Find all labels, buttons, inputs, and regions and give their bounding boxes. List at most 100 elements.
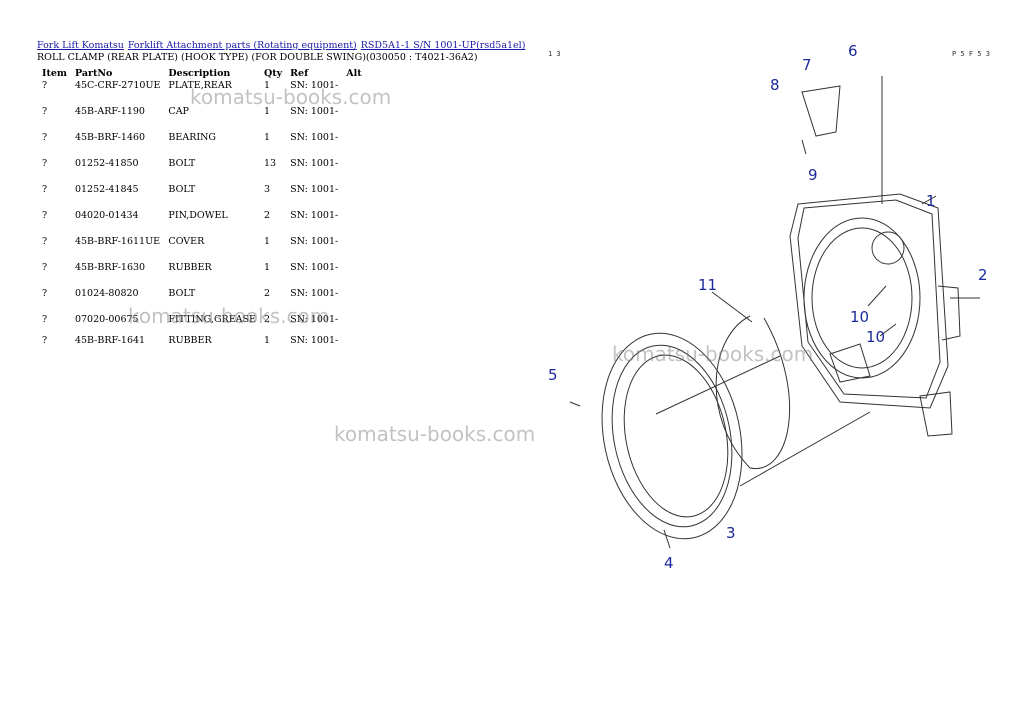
cell-qty: 1 <box>263 132 270 143</box>
table-row: ? 01252-41850 BOLT 13 SN: 1001- <box>36 158 370 184</box>
callout-11: 11 <box>698 276 717 294</box>
table-row: ? 45B-BRF-1630 RUBBER 1 SN: 1001- <box>36 262 370 288</box>
cell-partno: 01252-41850 <box>74 158 139 169</box>
cell-partno: 45B-BRF-1460 <box>74 132 146 143</box>
cell-ref: SN: 1001- <box>290 184 339 195</box>
breadcrumb-link-forklift[interactable]: Fork Lift Komatsu <box>37 40 124 51</box>
cell-ref: SN: 1001- <box>290 158 339 169</box>
cell-ref: SN: 1001- <box>290 132 339 143</box>
swing-ring-drawing <box>601 332 743 540</box>
cell-item: ? <box>42 210 48 221</box>
header-ref: Ref <box>290 67 309 79</box>
cell-description: PIN,DOWEL <box>168 210 228 221</box>
cell-qty: 1 <box>263 335 270 346</box>
cell-alt <box>342 288 370 314</box>
cell-ref: SN: 1001- <box>290 262 339 273</box>
cell-item: ? <box>42 288 48 299</box>
parts-table: Item PartNo Description Qty Ref Alt ? 45… <box>36 66 370 356</box>
cell-partno: 01252-41845 <box>74 184 139 195</box>
breadcrumb-link-model[interactable]: RSD5A1-1 S/N 1001-UP(rsd5a1el) <box>360 40 526 51</box>
breadcrumb-link-attachment-parts[interactable]: Forklift Attachment parts (Rotating equi… <box>127 40 357 51</box>
cell-ref: SN: 1001- <box>290 288 339 299</box>
cell-alt <box>342 210 370 236</box>
cell-item: ? <box>42 132 48 143</box>
table-row: ? 45B-BRF-1611UE COVER 1 SN: 1001- <box>36 236 370 262</box>
callout-8: 8 <box>770 76 780 94</box>
cell-partno: 45C-CRF-2710UE <box>74 80 161 91</box>
cell-ref: SN: 1001- <box>290 106 339 117</box>
cell-description: RUBBER <box>168 335 212 346</box>
rubber-band-drawing <box>715 315 791 469</box>
cell-alt <box>342 236 370 262</box>
cell-description: COVER <box>168 236 205 247</box>
diagram-corner-left: 1 3 <box>548 50 561 58</box>
cell-ref: SN: 1001- <box>290 210 339 221</box>
rear-plate-drawing <box>789 193 961 437</box>
callout-2: 2 <box>978 266 988 284</box>
cell-item: ? <box>42 314 48 325</box>
parts-diagram: 1 3 P 5 F 5 3 1 2 3 4 5 6 7 8 9 10 10 11 <box>548 42 990 572</box>
cell-item: ? <box>42 80 48 91</box>
cell-partno: 01024-80820 <box>74 288 139 299</box>
callout-1: 1 <box>926 192 936 210</box>
cell-item: ? <box>42 158 48 169</box>
cell-partno: 45B-BRF-1611UE <box>74 236 161 247</box>
cell-item: ? <box>42 335 48 346</box>
cell-item: ? <box>42 236 48 247</box>
cell-description: BOLT <box>168 288 196 299</box>
cell-ref: SN: 1001- <box>290 314 339 325</box>
cell-qty: 2 <box>263 288 270 299</box>
cell-item: ? <box>42 184 48 195</box>
callout-7: 7 <box>802 56 812 74</box>
cell-alt <box>342 158 370 184</box>
cell-alt <box>342 132 370 158</box>
cell-item: ? <box>42 262 48 273</box>
cell-alt <box>342 314 370 335</box>
cell-qty: 2 <box>263 314 270 325</box>
cell-alt <box>342 184 370 210</box>
cell-partno: 04020-01434 <box>74 210 139 221</box>
callout-6: 6 <box>848 42 858 60</box>
cell-partno: 45B-BRF-1630 <box>74 262 146 273</box>
table-row: ? 01024-80820 BOLT 2 SN: 1001- <box>36 288 370 314</box>
cell-ref: SN: 1001- <box>290 80 339 91</box>
cell-description: FITTING,GREASE <box>168 314 256 325</box>
cell-qty: 1 <box>263 106 270 117</box>
cell-description: CAP <box>168 106 189 117</box>
cell-qty: 1 <box>263 80 270 91</box>
watermark: komatsu-books.com <box>334 422 536 446</box>
diagram-corner-right: P 5 F 5 3 <box>952 50 990 58</box>
table-row: ? 01252-41845 BOLT 3 SN: 1001- <box>36 184 370 210</box>
cell-alt <box>342 262 370 288</box>
cell-ref: SN: 1001- <box>290 236 339 247</box>
callout-4: 4 <box>664 554 674 572</box>
header-qty: Qty <box>263 67 283 79</box>
callout-3: 3 <box>726 524 736 542</box>
header-item: Item <box>42 67 67 79</box>
callout-9: 9 <box>808 166 818 184</box>
table-row: ? 45B-BRF-1460 BEARING 1 SN: 1001- <box>36 132 370 158</box>
header-description: Description <box>168 67 231 79</box>
page-title: ROLL CLAMP (REAR PLATE) (HOOK TYPE) (FOR… <box>37 52 478 63</box>
table-row: ? 04020-01434 PIN,DOWEL 2 SN: 1001- <box>36 210 370 236</box>
cell-partno: 45B-ARF-1190 <box>74 106 145 117</box>
header-alt: Alt <box>346 67 362 79</box>
cell-ref: SN: 1001- <box>290 335 339 346</box>
header-partno: PartNo <box>74 67 113 79</box>
cell-qty: 2 <box>263 210 270 221</box>
cell-description: PLATE,REAR <box>168 80 232 91</box>
cell-description: BOLT <box>168 184 196 195</box>
cell-qty: 1 <box>263 236 270 247</box>
table-row: ? 45C-CRF-2710UE PLATE,REAR 1 SN: 1001- <box>36 80 370 106</box>
cell-alt <box>342 335 370 356</box>
cell-partno: 45B-BRF-1641 <box>74 335 146 346</box>
table-header-row: Item PartNo Description Qty Ref Alt <box>36 66 370 80</box>
cell-alt <box>342 106 370 132</box>
cell-qty: 3 <box>263 184 270 195</box>
cell-partno: 07020-00675 <box>74 314 139 325</box>
cell-description: RUBBER <box>168 262 212 273</box>
callout-10b: 10 <box>866 328 885 346</box>
cell-alt <box>342 80 370 106</box>
cell-description: BEARING <box>168 132 217 143</box>
